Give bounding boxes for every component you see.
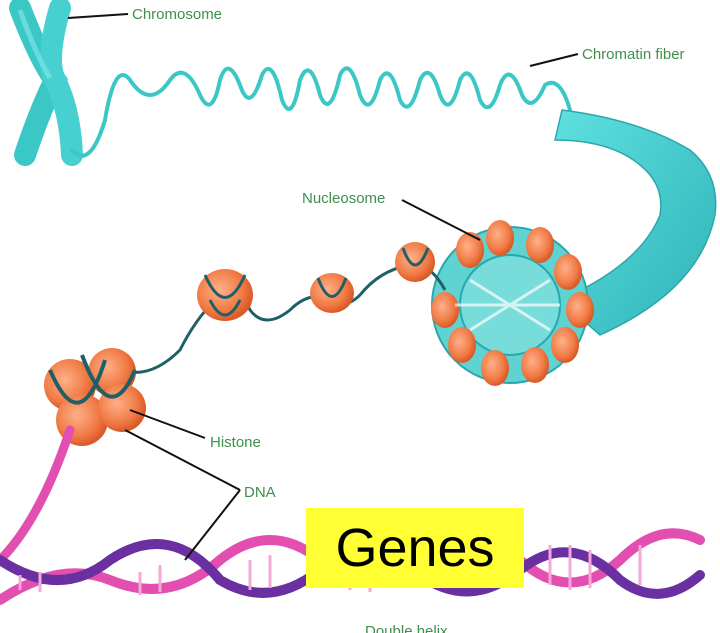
- chromatin-fiber-line: [70, 66, 572, 158]
- nucleosome-bead-1: [197, 269, 253, 321]
- label-histone: Histone: [210, 434, 261, 451]
- solenoid-section: [431, 220, 594, 386]
- chromatin-fiber-coil: [554, 109, 717, 336]
- nucleosome-bead-2: [310, 273, 354, 313]
- label-double-helix: Double helix: [365, 623, 448, 633]
- label-chromatin-fiber: Chromatin fiber: [582, 46, 685, 63]
- label-nucleosome: Nucleosome: [302, 190, 385, 207]
- chromosome-shape: [9, 0, 83, 166]
- histone-shape: [44, 348, 146, 446]
- leader-lines: [67, 13, 579, 561]
- dna-linker-strand: [119, 263, 447, 374]
- nucleosome-bead-3: [395, 242, 435, 282]
- genes-overlay-text: Genes: [335, 518, 495, 578]
- genes-highlight-box: [306, 508, 524, 588]
- label-dna: DNA: [244, 484, 276, 501]
- label-chromosome: Chromosome: [132, 6, 222, 23]
